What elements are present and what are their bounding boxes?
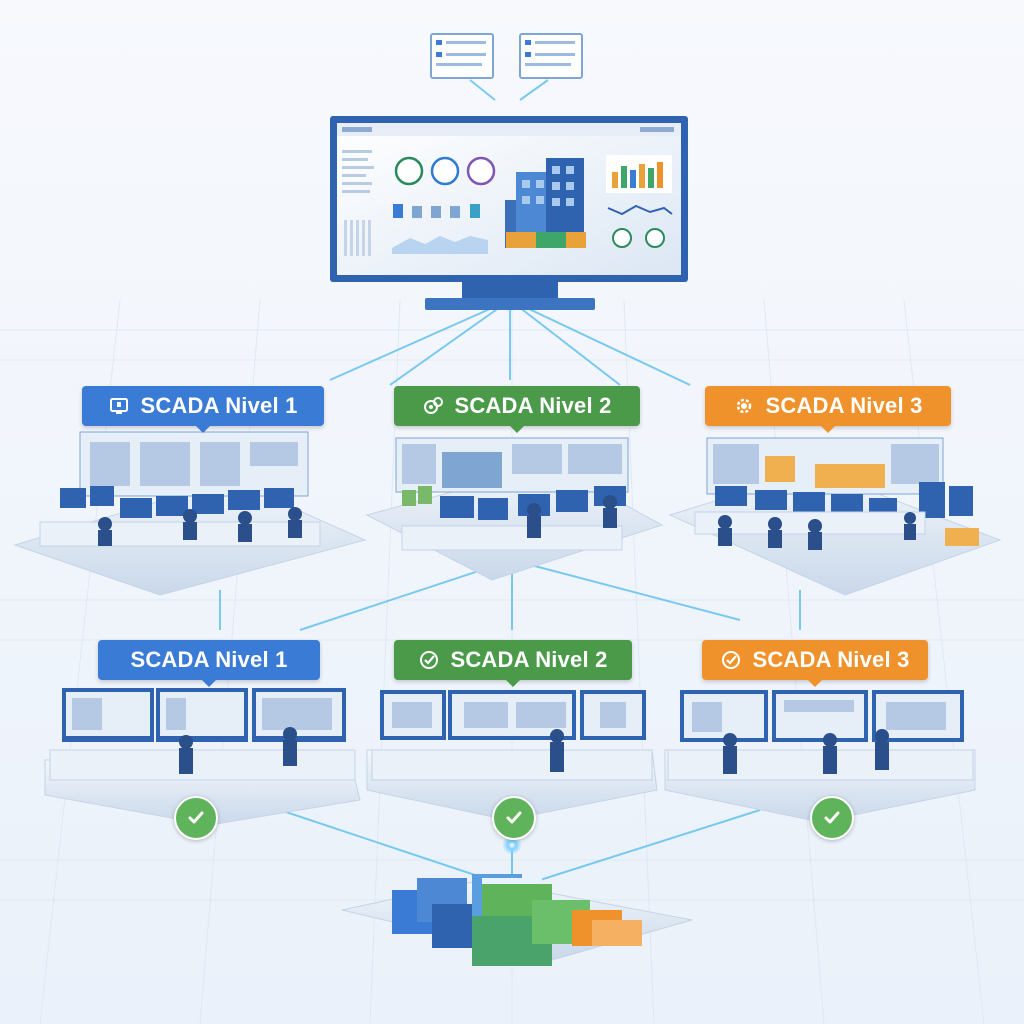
tier1-label-text: SCADA Nivel 3 [765,393,923,418]
panel-node-icon [430,33,494,79]
check-circle-icon [720,649,742,671]
database-servers-icon [341,874,693,966]
control-room-station [664,690,976,823]
tier1-label-text: SCADA Nivel 1 [140,393,298,418]
tier2-label-nivel-2[interactable]: SCADA Nivel 2 [394,640,632,687]
check-icon [810,796,854,840]
tier1-label-nivel-3[interactable]: SCADA Nivel 3 [705,386,951,433]
control-room-station [366,690,658,821]
mini-bar-chart [612,162,663,188]
tier2-label-text: SCADA Nivel 3 [752,647,910,672]
monitor-icon [108,395,130,417]
check-icon [174,796,218,840]
connection-lines [219,79,801,881]
control-room-station [668,437,1002,596]
hub-glow [502,835,522,855]
central-dashboard-monitor [330,116,688,310]
gear-icon [733,395,755,417]
control-room-station [365,437,664,581]
control-room-station [13,431,367,596]
tier1-label-nivel-1[interactable]: SCADA Nivel 1 [82,386,324,433]
tier2-label-nivel-1[interactable]: SCADA Nivel 1 [98,640,320,687]
panel-node-icon [519,33,583,79]
tier2-label-text: SCADA Nivel 1 [130,647,288,672]
tier2-label-text: SCADA Nivel 2 [450,647,608,672]
tier2-label-nivel-3[interactable]: SCADA Nivel 3 [702,640,928,687]
check-circle-icon [418,649,440,671]
check-icon [492,796,536,840]
control-room-station [44,688,361,826]
building-icon [505,158,586,248]
gears-icon [422,395,444,417]
tier1-label-text: SCADA Nivel 2 [454,393,612,418]
tier1-label-nivel-2[interactable]: SCADA Nivel 2 [394,386,640,433]
